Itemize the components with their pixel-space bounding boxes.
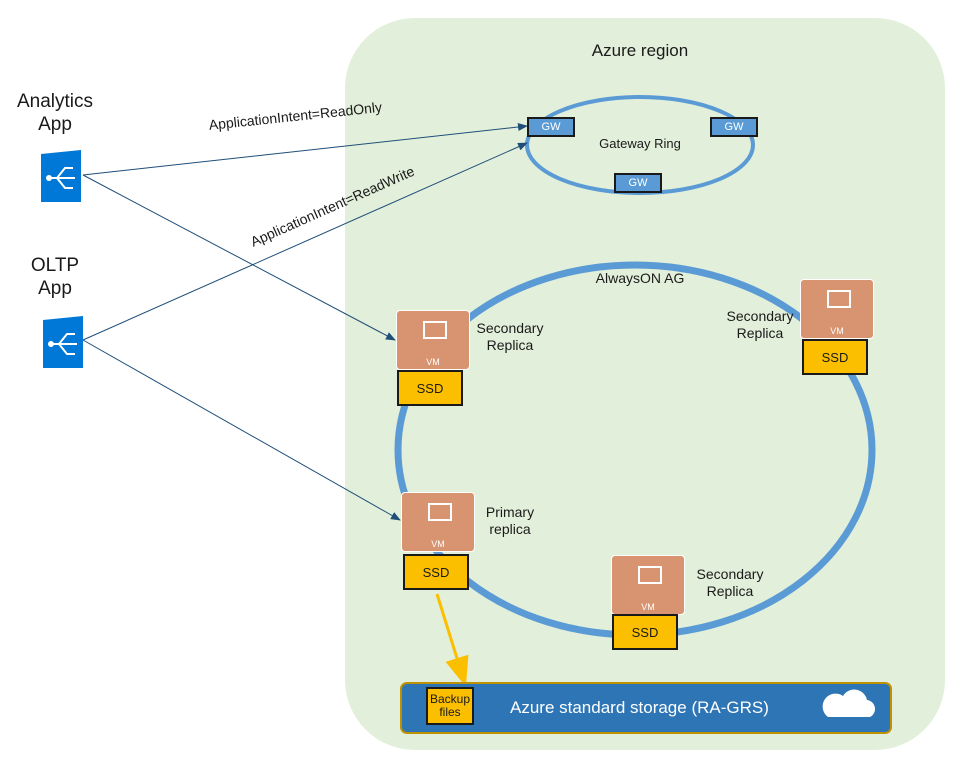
analytics-to-secondary [82,174,396,341]
monitor-icon [423,321,447,339]
oltp-to-primary [82,339,401,521]
region-title: Azure region [591,41,689,60]
ssd-disk: SSD [403,554,469,590]
readonly-connection [82,123,528,176]
ssd-disk: SSD [612,614,678,650]
azure-storage-bar [400,682,892,734]
storage-label: Azure standard storage (RA-GRS) [510,698,769,717]
ssd-disk: SSD [397,370,463,406]
monitor-icon [638,566,662,584]
monitor-icon [428,503,452,521]
vm-node: VM [800,279,874,339]
ssd-disk: SSD [802,339,868,375]
vm-node: VM [401,492,475,552]
ag-title: AlwaysON AG [595,270,685,286]
vm-node: VM [396,310,470,370]
gateway-node: GW [614,173,662,193]
cloud-icon [822,689,875,717]
vm-node: VM [611,555,685,615]
backup-arrow [435,593,469,687]
gateway-node: GW [710,117,758,137]
oltp-app-icon[interactable] [43,316,83,368]
analytics-app-icon[interactable] [41,150,81,202]
gateway-ring-title: Gateway Ring [599,136,681,151]
gateway-node: GW [527,117,575,137]
monitor-icon [827,290,851,308]
readwrite-connection [82,142,528,341]
azure-region-area [345,18,945,750]
